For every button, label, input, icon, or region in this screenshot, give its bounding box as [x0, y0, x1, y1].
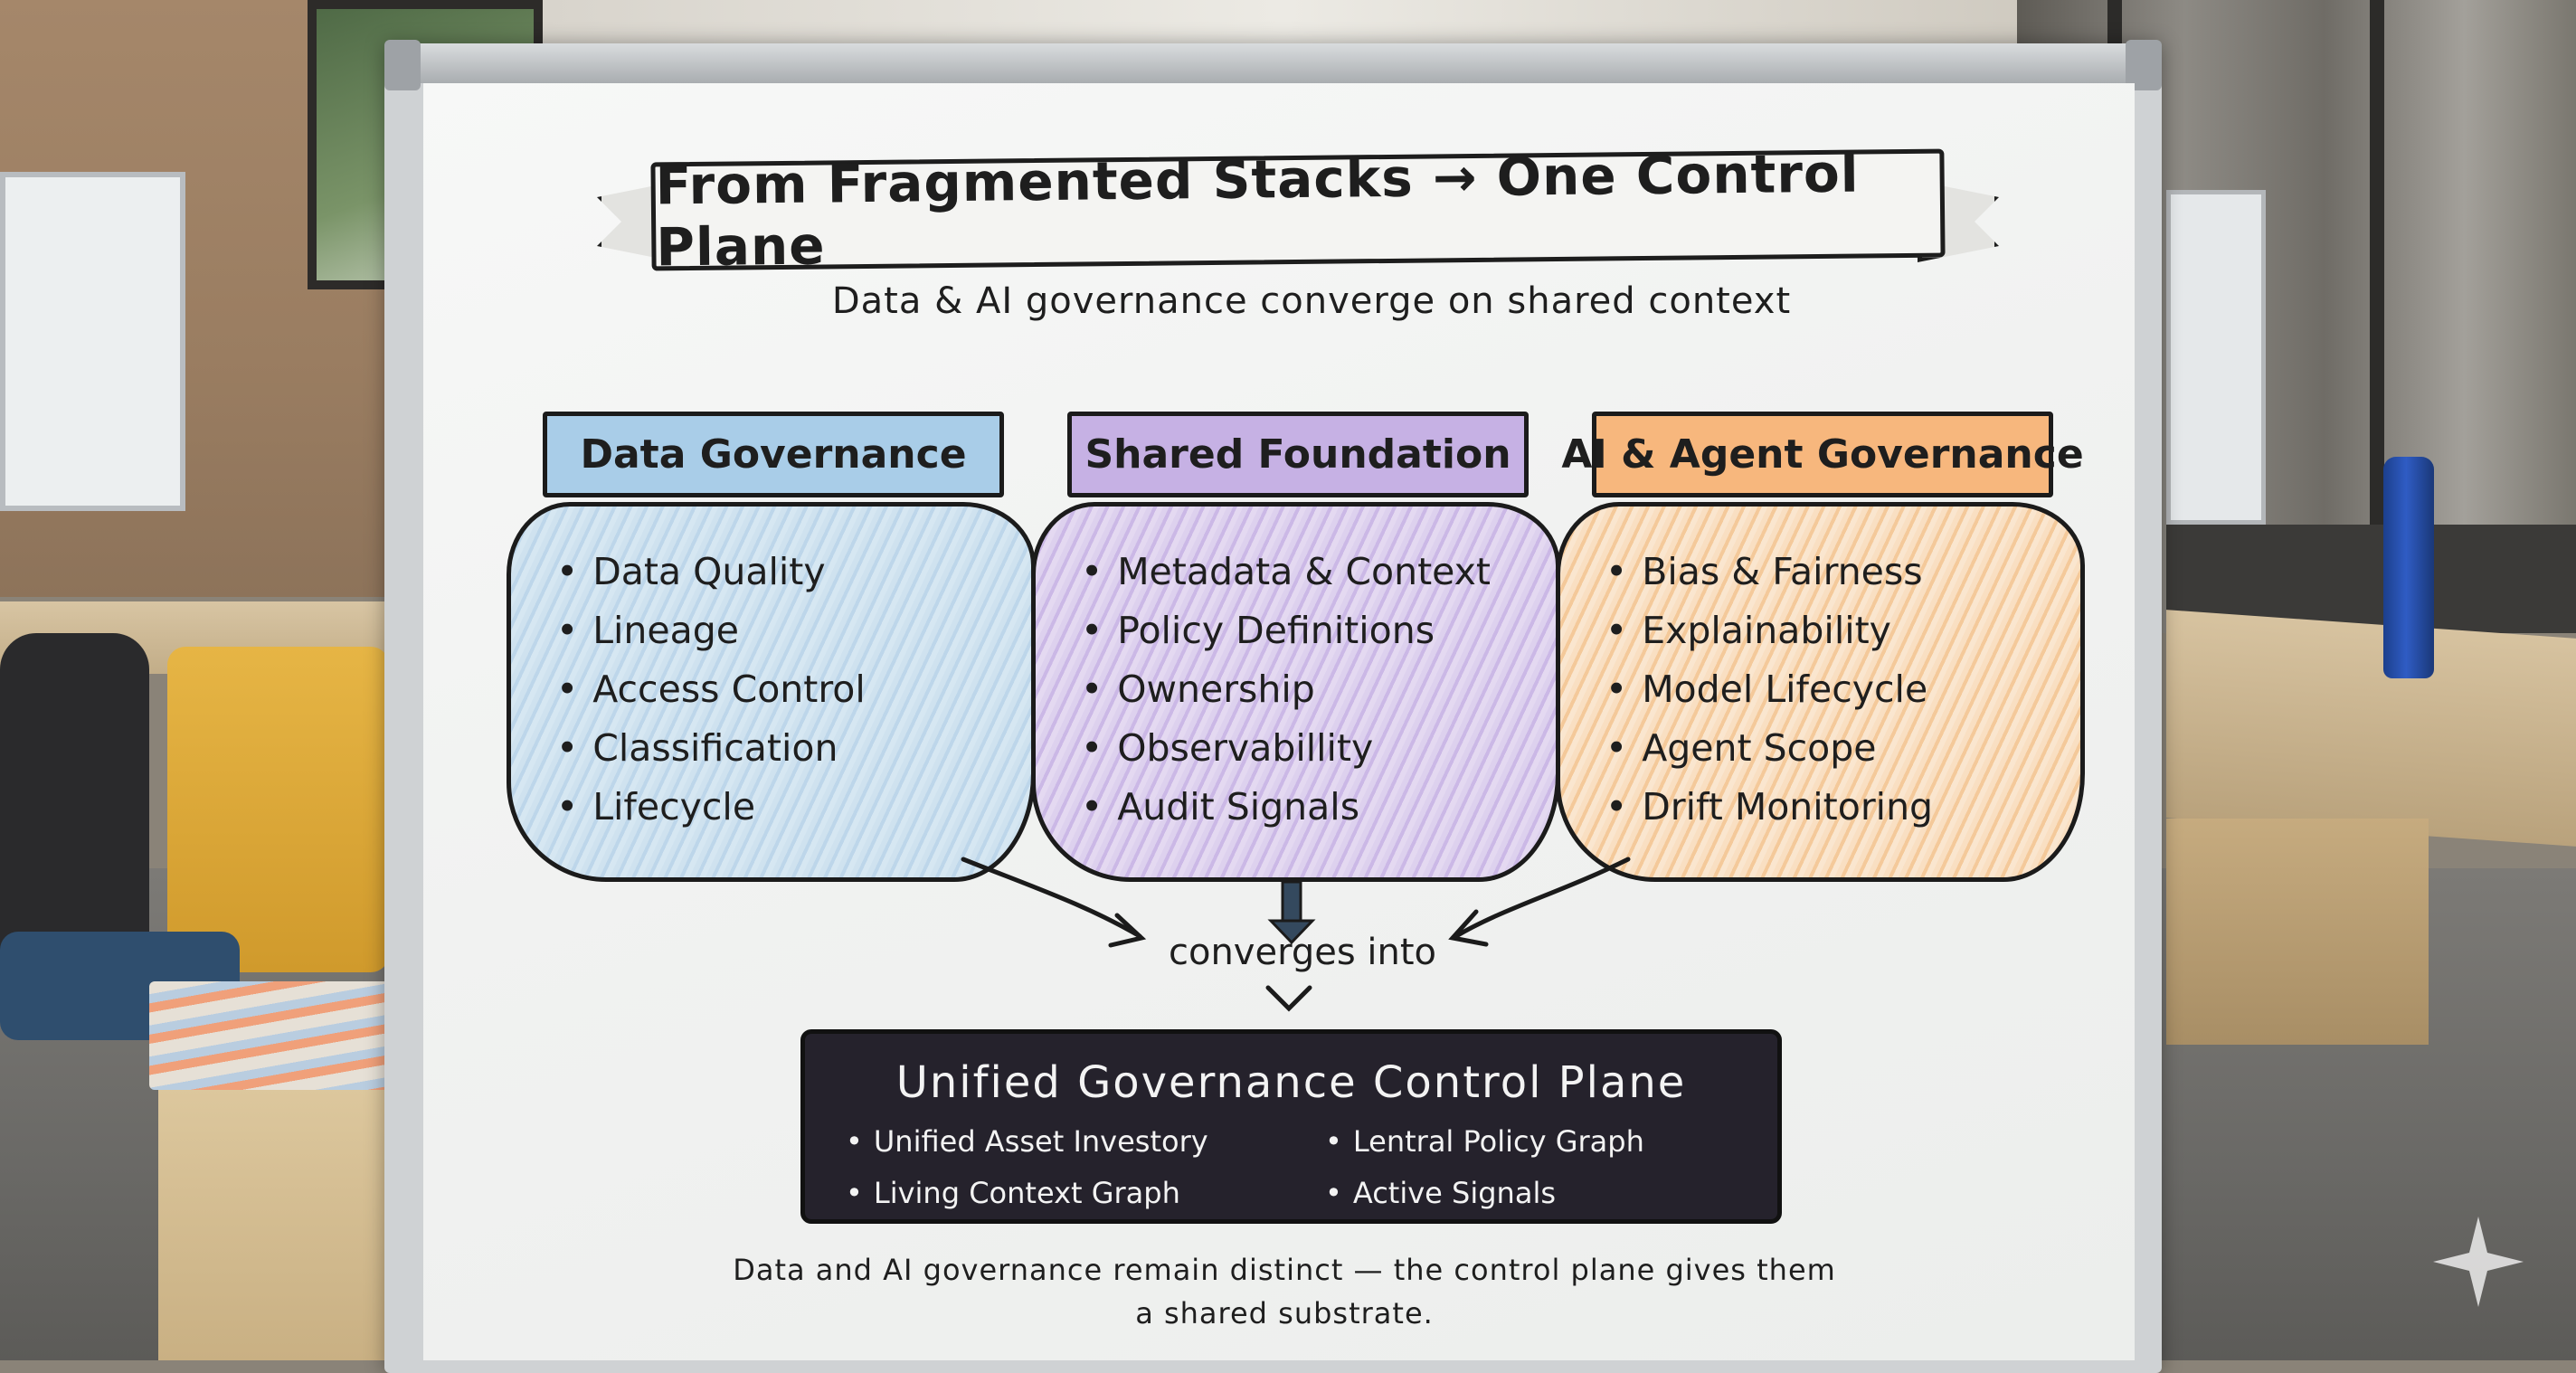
control-plane-box: Unified Governance Control Plane Unified… — [800, 1029, 1782, 1224]
title-banner: From Fragmented Stacks → One Control Pla… — [650, 143, 1946, 278]
list-item: Access Control — [556, 660, 866, 719]
list-item: Lifecycle — [556, 778, 866, 837]
control-plane-item: Lentral Policy Graph — [1325, 1124, 1644, 1159]
frame-corner — [384, 40, 421, 90]
control-plane-title: Unified Governance Control Plane — [895, 1057, 1687, 1108]
list-item: Lineage — [556, 601, 866, 660]
column-list: Bias & Fairness Explainability Model Lif… — [1605, 543, 1933, 837]
list-item: Bias & Fairness — [1605, 543, 1933, 601]
column-list: Data Quality Lineage Access Control Clas… — [556, 543, 866, 837]
frame-corner — [2126, 40, 2162, 90]
window-mullion — [2370, 0, 2384, 633]
converge-label: converges into — [1168, 932, 1436, 973]
control-plane-item: Unified Asset Investory — [846, 1124, 1208, 1159]
background-whiteboard — [2166, 190, 2266, 525]
subtitle: Data & AI governance converge on shared … — [831, 280, 1792, 322]
yellow-chair — [167, 647, 389, 972]
footer-note: Data and AI governance remain distinct —… — [733, 1253, 1836, 1330]
title: From Fragmented Stacks → One Control Pla… — [655, 142, 1860, 279]
list-item: Observabillity — [1081, 719, 1491, 778]
list-item: Data Quality — [556, 543, 866, 601]
list-item: Ownership — [1081, 660, 1491, 719]
table — [2166, 610, 2576, 847]
list-item: Explainability — [1605, 601, 1933, 660]
list-item: Policy Definitions — [1081, 601, 1491, 660]
control-plane-item: Active Signals — [1325, 1176, 1556, 1210]
list-item: Classification — [556, 719, 866, 778]
background-whiteboard — [0, 172, 185, 511]
bench — [2166, 819, 2429, 1045]
column-header: Shared Foundation — [1067, 412, 1529, 497]
column-header: AI & Agent Governance — [1561, 412, 2084, 497]
whiteboard-frame — [384, 43, 2162, 83]
list-item: Metadata & Context — [1081, 543, 1491, 601]
books — [149, 981, 389, 1090]
list-item: Audit Signals — [1081, 778, 1491, 837]
list-item: Agent Scope — [1605, 719, 1933, 778]
column-header: Data Governance — [543, 412, 1004, 497]
column-list: Metadata & Context Policy Definitions Ow… — [1081, 543, 1491, 837]
list-item: Drift Monitoring — [1605, 778, 1933, 837]
control-plane-item: Living Context Graph — [846, 1176, 1180, 1210]
list-item: Model Lifecycle — [1605, 660, 1933, 719]
water-bottle — [2383, 457, 2434, 678]
